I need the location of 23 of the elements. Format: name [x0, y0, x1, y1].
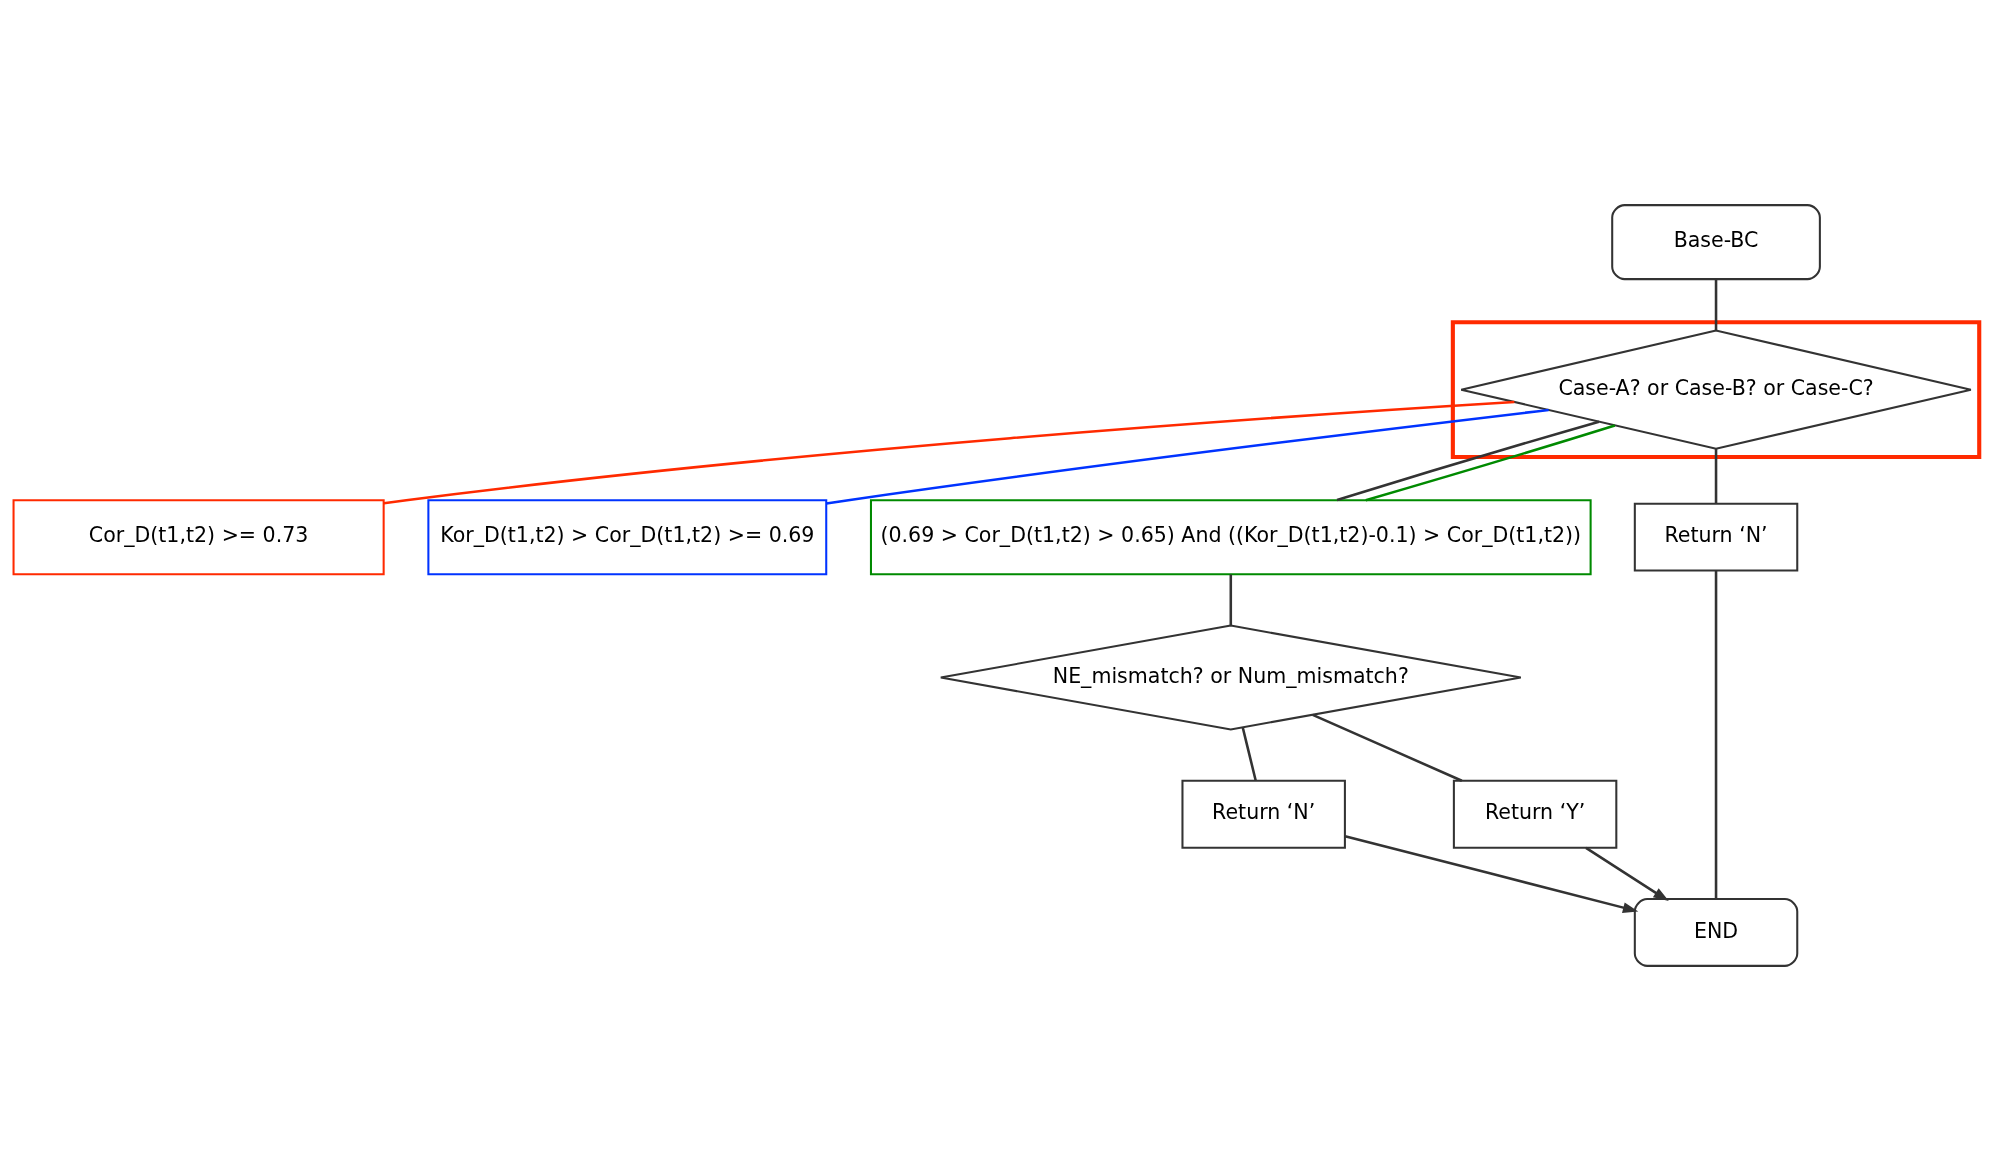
arrow — [1344, 834, 1638, 913]
node-box: Return ‘N’ — [1633, 502, 1798, 572]
node-box: Cor_D(t1,t2) >= 0.73 — [12, 499, 385, 576]
node-box: Kor_D(t1,t2) > Cor_D(t1,t2) >= 0.69 — [426, 499, 827, 576]
connector — [1229, 574, 1232, 626]
connector — [1336, 420, 1599, 502]
node-diamond: Case-A? or Case-B? or Case-C? — [1459, 329, 1972, 450]
connector — [1311, 713, 1462, 782]
connector — [1364, 424, 1615, 502]
connector — [383, 400, 1514, 505]
node-diamond: NE_mismatch? or Num_mismatch? — [939, 624, 1522, 731]
node-box: Base-BC — [1610, 204, 1821, 281]
node-box: Return ‘Y’ — [1452, 779, 1617, 849]
connector — [1714, 279, 1717, 331]
arrow — [1584, 846, 1669, 902]
connector — [1714, 449, 1717, 504]
node-box: Return ‘N’ — [1180, 779, 1346, 849]
connector — [825, 408, 1549, 505]
cluster — [1450, 320, 1981, 460]
connector — [1241, 727, 1257, 781]
node-box: END — [1633, 898, 1798, 967]
node-box: (0.69 > Cor_D(t1,t2) > 0.65) And ((Kor_D(t1,t2)-0.1) > Cor_D(t1,t2)) — [869, 499, 1592, 576]
connector — [1714, 570, 1717, 899]
